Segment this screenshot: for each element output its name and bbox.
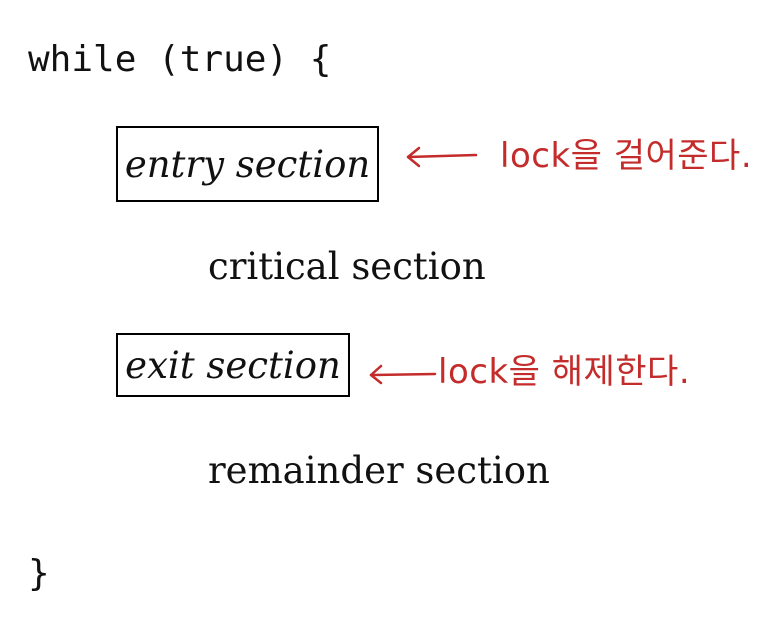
critical-section-label: critical section: [208, 245, 486, 288]
entry-annotation: lock을 걸어준다.: [500, 136, 753, 176]
entry-section-box: entry section: [116, 126, 379, 202]
exit-annotation: lock을 해제한다.: [438, 352, 691, 392]
exit-section-box: exit section: [116, 333, 350, 397]
exit-arrow-icon: [369, 364, 437, 385]
exit-section-label: exit section: [125, 343, 341, 387]
entry-section-label: entry section: [124, 142, 371, 186]
closing-brace: }: [28, 553, 50, 594]
entry-arrow-icon: [406, 146, 478, 168]
remainder-section-label: remainder section: [208, 449, 550, 492]
while-statement: while (true) {: [28, 39, 332, 80]
